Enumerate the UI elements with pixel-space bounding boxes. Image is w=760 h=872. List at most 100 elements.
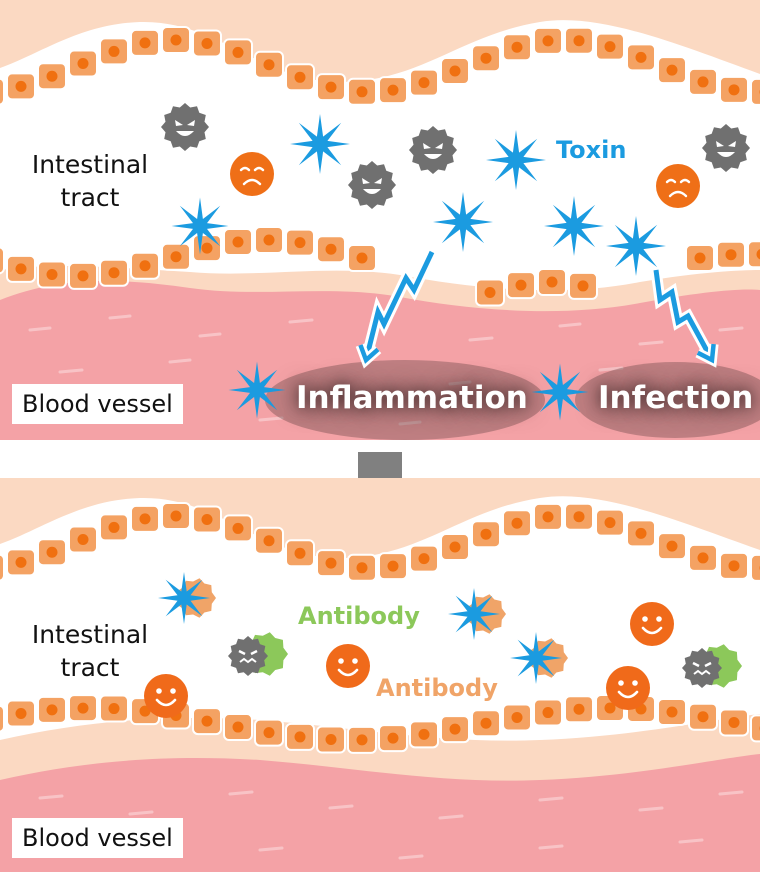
epithelial-cell xyxy=(347,77,377,106)
epithelial-cell xyxy=(130,28,160,57)
epithelial-cell xyxy=(378,76,408,105)
epithelial-cell xyxy=(750,77,760,106)
epithelial-cell xyxy=(378,552,408,581)
epithelial-cell xyxy=(6,72,36,101)
epithelial-cell xyxy=(192,707,222,736)
toxin-star-icon xyxy=(486,130,546,190)
bacteria-icon xyxy=(161,103,209,151)
epithelial-cell xyxy=(626,43,656,72)
diagram-before-antibody: Intestinal tract Blood vessel Toxin Infl… xyxy=(0,0,760,440)
epithelial-cell xyxy=(595,508,625,537)
epithelial-cell xyxy=(688,67,718,96)
neutralized-bacteria-icon xyxy=(682,648,722,688)
epithelial-cell xyxy=(440,715,470,744)
bacteria-icon xyxy=(348,161,396,209)
scene-after xyxy=(0,478,760,872)
blood-flow-dashes xyxy=(38,790,744,860)
epithelial-cell xyxy=(99,513,129,542)
epithelial-cell xyxy=(285,539,315,568)
epithelial-cell xyxy=(6,699,36,728)
epithelial-cell xyxy=(254,718,284,747)
lightning-arrow-icon xyxy=(650,269,719,368)
epithelial-cell xyxy=(347,244,377,273)
epithelial-cell xyxy=(719,75,749,104)
epithelial-cell xyxy=(223,228,253,257)
toxin-star-icon xyxy=(171,197,229,255)
epithelial-cell xyxy=(99,258,129,287)
epithelial-cell xyxy=(440,57,470,86)
epithelial-cell xyxy=(285,63,315,92)
epithelial-cell xyxy=(657,532,687,561)
epithelial-cell xyxy=(564,502,594,531)
epithelial-cell xyxy=(719,551,749,580)
neutralized-bacteria-icon xyxy=(228,636,268,676)
epithelial-cell xyxy=(750,714,760,743)
epithelial-cells-upper xyxy=(0,26,760,106)
intestinal-label-line1: Intestinal xyxy=(31,620,149,649)
epithelial-cell xyxy=(37,62,67,91)
toxin-star-icon xyxy=(606,216,666,276)
antibody-label-green: Antibody xyxy=(298,602,420,630)
icons-after xyxy=(144,572,742,718)
toxin-star-icon xyxy=(290,114,350,174)
lightning-arrow-icon xyxy=(355,249,437,369)
happy-face-icon xyxy=(606,666,650,710)
intestinal-label-line1: Intestinal xyxy=(31,150,149,179)
epithelial-cell xyxy=(254,526,284,555)
epithelial-cell xyxy=(68,49,98,78)
epithelial-cell xyxy=(502,33,532,62)
epithelial-cell xyxy=(161,242,191,271)
diagram-after-antibody: Intestinal tract Blood vessel Antibody A… xyxy=(0,478,760,872)
inflammation-label: Inflammation xyxy=(296,380,528,416)
epithelial-cell xyxy=(719,708,749,737)
intestinal-wall-top xyxy=(0,478,760,558)
epithelial-cell xyxy=(285,228,315,257)
epithelial-cell xyxy=(223,38,253,67)
blood-vessel-label: Blood vessel xyxy=(12,818,183,858)
epithelial-cell xyxy=(568,271,598,300)
intestinal-label-line2: tract xyxy=(60,183,120,212)
happy-face-icon xyxy=(144,674,188,718)
icons-before xyxy=(161,103,750,421)
toxin-label: Toxin xyxy=(556,136,627,164)
epithelial-cell xyxy=(347,553,377,582)
epithelial-cell xyxy=(502,703,532,732)
epithelial-cell xyxy=(657,56,687,85)
epithelial-cell xyxy=(161,502,191,531)
epithelial-cell xyxy=(254,50,284,79)
blood-flow-dashes xyxy=(28,314,744,426)
toxin-star-icon xyxy=(228,361,286,419)
epithelial-cell xyxy=(161,26,191,55)
intestinal-label-line2: tract xyxy=(60,653,120,682)
epithelial-cell xyxy=(37,260,67,289)
epithelial-cell xyxy=(595,32,625,61)
antibody-label-orange: Antibody xyxy=(376,674,498,702)
epithelial-cell xyxy=(316,549,346,578)
epithelial-cells-upper xyxy=(0,502,760,582)
epithelial-cell xyxy=(0,77,5,106)
epithelial-cell xyxy=(502,509,532,538)
happy-face-icon xyxy=(326,644,370,688)
epithelial-cell xyxy=(316,235,346,264)
epithelial-cell xyxy=(564,695,594,724)
happy-face-icon xyxy=(630,602,674,646)
epithelial-cell xyxy=(316,73,346,102)
toxin-star-icon xyxy=(531,363,589,421)
neutralized-toxin-icon xyxy=(158,572,216,624)
epithelial-cell xyxy=(37,538,67,567)
epithelial-cell xyxy=(533,698,563,727)
blood-vessel-label: Blood vessel xyxy=(12,384,183,424)
toxin-star-icon xyxy=(544,196,604,256)
neutralized-toxin-icon xyxy=(510,632,568,684)
epithelial-cell xyxy=(0,704,5,733)
epithelial-cell xyxy=(192,505,222,534)
blood-vessel-area xyxy=(0,752,760,872)
scene-before xyxy=(0,0,760,440)
intestinal-wall-bottom xyxy=(0,266,760,312)
epithelial-cell xyxy=(192,29,222,58)
intestinal-tract-label: Intestinal tract xyxy=(10,148,170,214)
epithelial-cell xyxy=(37,695,67,724)
epithelial-cell xyxy=(99,37,129,66)
epithelial-cell xyxy=(657,698,687,727)
epithelial-cell xyxy=(0,246,5,275)
